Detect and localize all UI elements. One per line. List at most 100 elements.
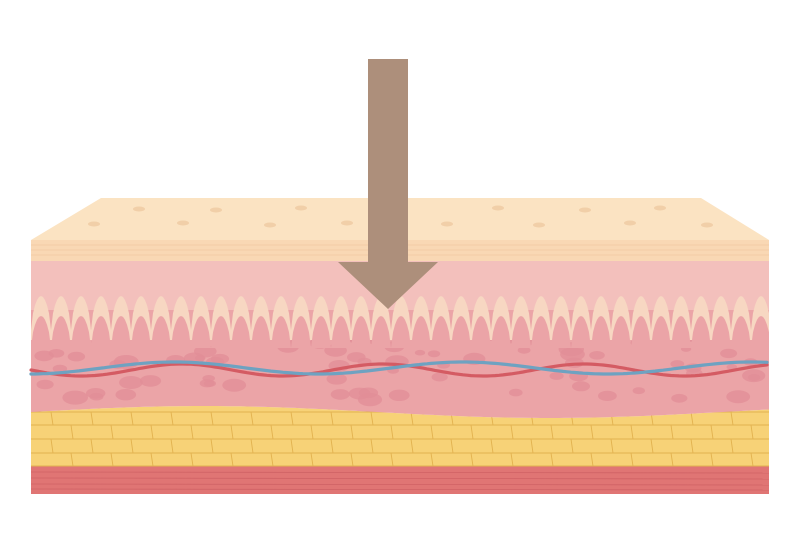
fat-cell-wall bbox=[590, 424, 594, 440]
dermis-cell bbox=[52, 364, 68, 373]
dermis-cell bbox=[671, 393, 688, 403]
fat-cell-wall bbox=[90, 411, 94, 426]
dermis-cell bbox=[139, 375, 162, 387]
skin-pore bbox=[133, 206, 145, 212]
dermis-cell bbox=[598, 390, 617, 401]
dermis-cell bbox=[194, 355, 206, 361]
fat-cell-wall bbox=[270, 424, 274, 440]
dermis-cell bbox=[115, 389, 137, 401]
fat-cell-wall bbox=[490, 438, 494, 454]
dermis-cell bbox=[348, 387, 371, 400]
dermis-cell bbox=[330, 389, 350, 400]
fat-cell-wall bbox=[470, 452, 474, 467]
fat-cell-wall bbox=[710, 452, 714, 467]
dermis-cell bbox=[326, 373, 347, 385]
skin-pore bbox=[210, 207, 222, 213]
fat-cell-wall bbox=[150, 424, 154, 440]
dermis-cell bbox=[199, 379, 215, 388]
fat-cell-wall bbox=[130, 411, 134, 426]
fat-cell-wall bbox=[630, 452, 634, 467]
fat-cell-wall bbox=[250, 438, 254, 454]
fat-cell-wall bbox=[210, 438, 214, 454]
muscle-layer bbox=[30, 466, 770, 494]
skin-pore bbox=[492, 205, 504, 211]
muscle-fiber-line bbox=[30, 483, 770, 486]
fat-cell-wall bbox=[70, 452, 74, 467]
dermis-cell bbox=[517, 346, 531, 354]
fat-cell-wall bbox=[310, 452, 314, 467]
fat-cell-wall bbox=[430, 452, 434, 467]
fat-cell-wall bbox=[210, 411, 214, 426]
dermis-cell bbox=[670, 360, 685, 368]
dermis-cell bbox=[632, 387, 645, 395]
muscle-fiber-line bbox=[30, 471, 770, 474]
fat-cell-wall bbox=[750, 424, 754, 440]
fat-cell-wall bbox=[410, 438, 414, 454]
fat-cell-wall bbox=[230, 424, 234, 440]
dermis-cell bbox=[549, 372, 564, 380]
fat-cell-wall bbox=[310, 424, 314, 440]
fat-cell-wall bbox=[330, 438, 334, 454]
dermis-cell bbox=[589, 351, 605, 360]
fat-cell-wall bbox=[190, 424, 194, 440]
dermis-cell bbox=[427, 350, 441, 358]
fat-cell-wall bbox=[570, 438, 574, 454]
fat-cell-wall bbox=[710, 424, 714, 440]
fat-cell-wall bbox=[50, 411, 54, 426]
skin-pore bbox=[177, 220, 189, 226]
fat-cell-wall bbox=[90, 438, 94, 454]
fat-cell-wall bbox=[690, 438, 694, 454]
dermis-cell bbox=[560, 347, 585, 362]
dermis-cell bbox=[89, 392, 104, 401]
dermis-cell bbox=[119, 376, 143, 389]
papillae-pink-wave bbox=[31, 316, 769, 348]
fat-cell-wall bbox=[510, 452, 514, 467]
fat-cell-wall bbox=[390, 452, 394, 467]
fat-cell-wall bbox=[270, 452, 274, 467]
dermis-cell bbox=[726, 390, 751, 404]
fat-cell-wall bbox=[670, 452, 674, 467]
fat-cell-wall bbox=[50, 438, 54, 454]
muscle-fiber-line bbox=[30, 477, 770, 480]
fat-cell-wall bbox=[630, 424, 634, 440]
fat-cell-wall bbox=[330, 411, 334, 426]
fat-cell-wall bbox=[530, 438, 534, 454]
dermis-cell bbox=[62, 390, 88, 405]
skin-pore bbox=[654, 205, 666, 211]
fat-cell-wall bbox=[370, 411, 374, 426]
dermis-cell bbox=[431, 372, 448, 382]
dermis-cell bbox=[414, 349, 426, 356]
dermis-cell bbox=[194, 345, 217, 358]
skin-pore bbox=[533, 222, 545, 228]
vein-vessel bbox=[29, 360, 769, 376]
fat-cell-wall bbox=[730, 438, 734, 454]
fat-cell-wall bbox=[650, 438, 654, 454]
fat-cell-wall bbox=[290, 438, 294, 454]
skin-pore bbox=[624, 220, 636, 226]
fat-cell-wall bbox=[130, 438, 134, 454]
dermis-cell bbox=[747, 374, 761, 381]
skin-pore bbox=[264, 222, 276, 228]
fat-cell-wall bbox=[590, 452, 594, 467]
skin-pore bbox=[341, 220, 353, 226]
skin-pores bbox=[88, 205, 713, 228]
fat-cell-wall bbox=[430, 424, 434, 440]
down-arrow-icon bbox=[338, 59, 438, 309]
fat-cell-wall bbox=[150, 452, 154, 467]
fat-cell-wall bbox=[110, 452, 114, 467]
dermis-cell bbox=[572, 381, 590, 392]
dermis-cell bbox=[388, 389, 410, 401]
dermis-cell bbox=[720, 348, 738, 359]
dermis-cell bbox=[210, 353, 230, 364]
fat-cell-wall bbox=[290, 411, 294, 426]
fat-cell-wall bbox=[70, 424, 74, 440]
fat-cell-wall bbox=[470, 424, 474, 440]
skin-pore bbox=[88, 221, 100, 227]
muscle-fiber-line bbox=[30, 488, 770, 491]
fat-cell-wall bbox=[110, 424, 114, 440]
fat-cell-wall bbox=[450, 438, 454, 454]
fat-cell-wall bbox=[170, 411, 174, 426]
skin-pore bbox=[579, 207, 591, 213]
